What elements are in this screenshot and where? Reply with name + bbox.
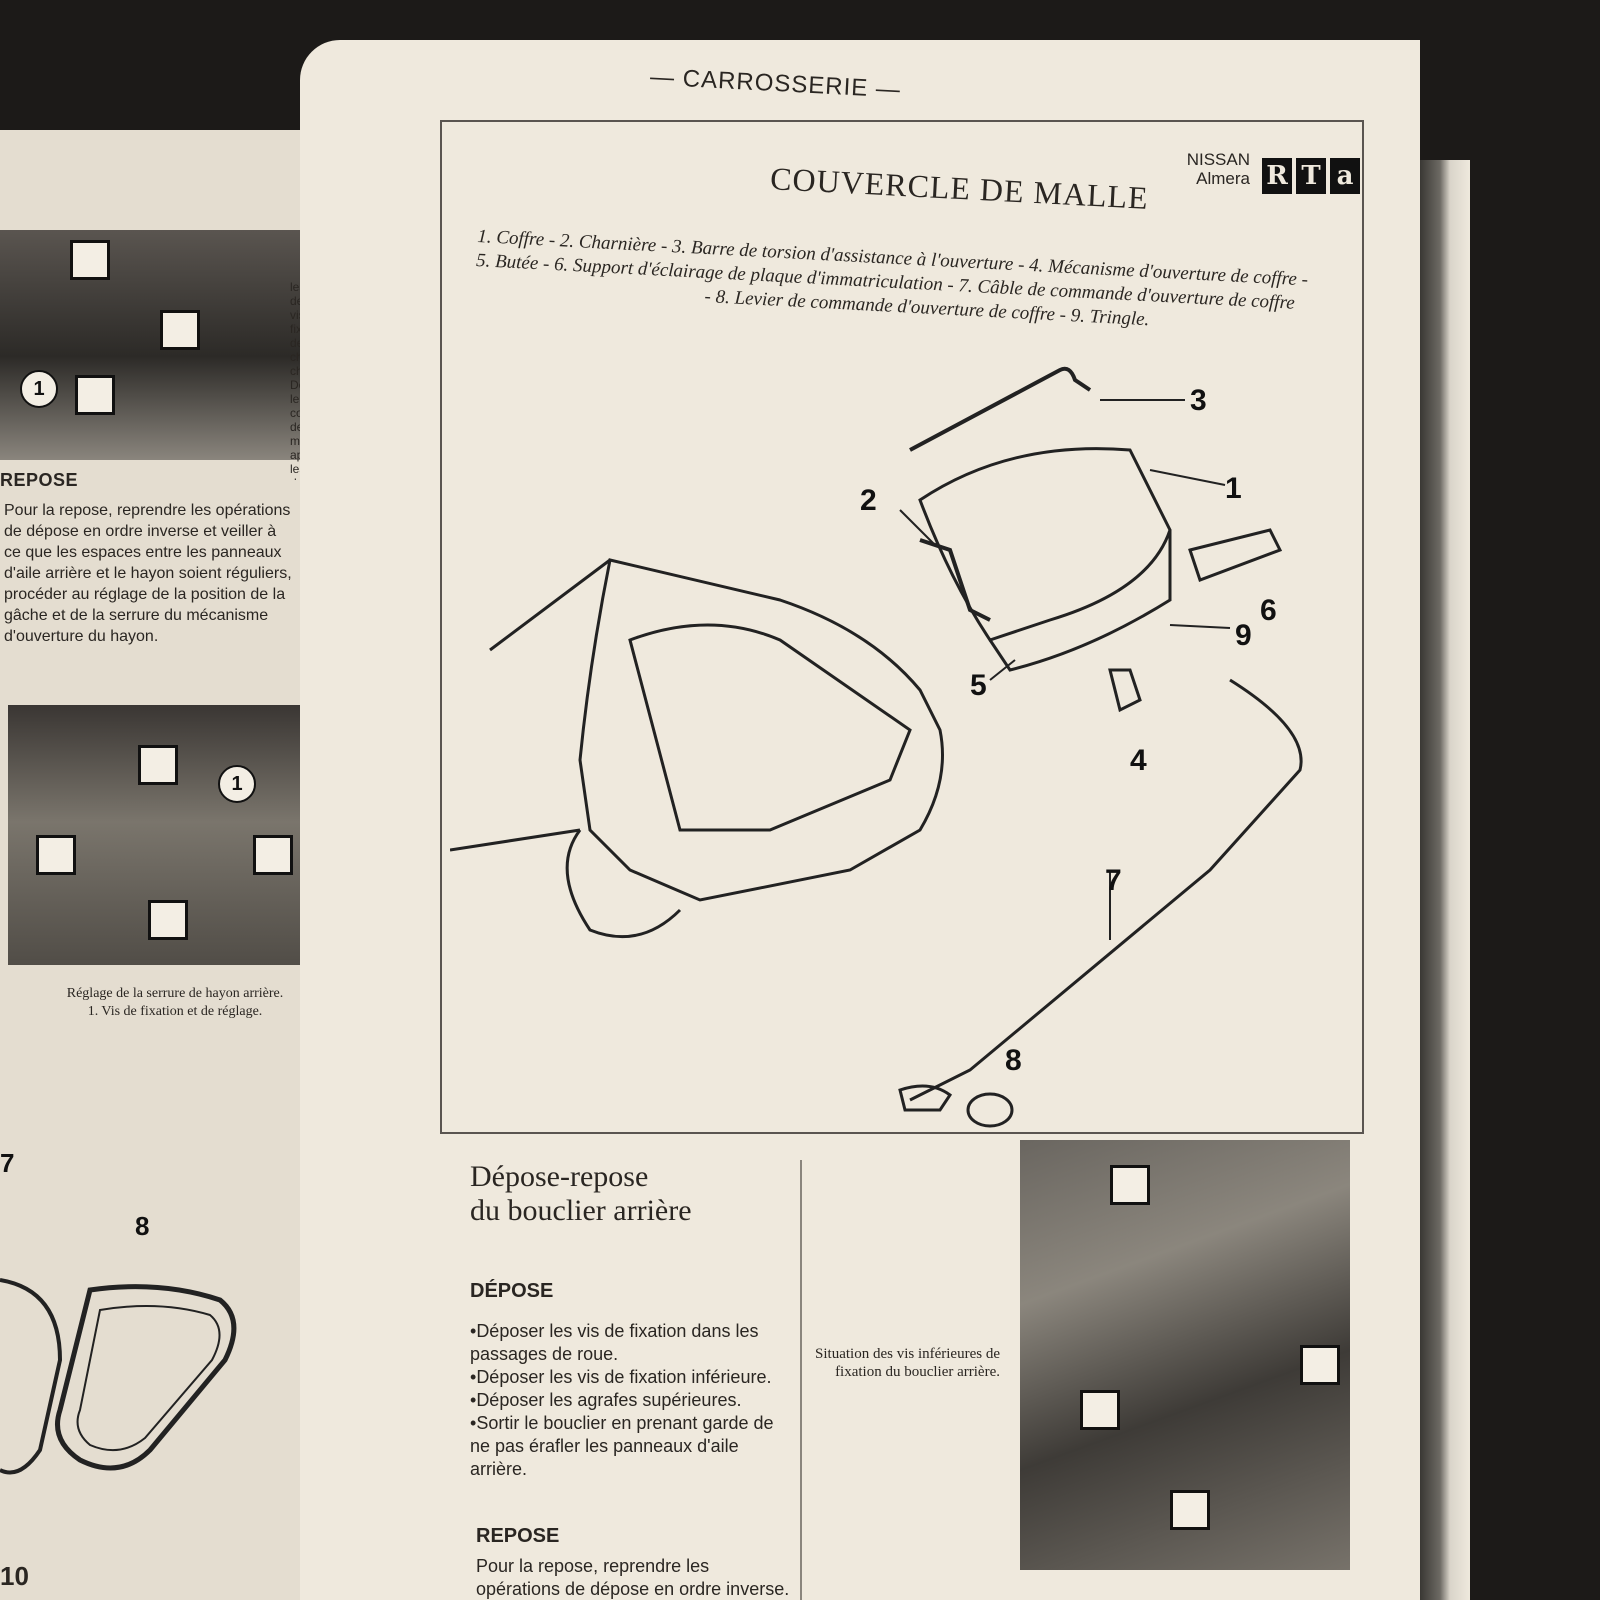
bumper-section: Dépose-repose du bouclier arrière DÉPOSE…: [450, 1160, 802, 1600]
hinge-photo: 1: [0, 230, 300, 460]
arrow-up-icon: [70, 240, 110, 280]
rear-lamp-drawing: 7 8: [0, 1148, 237, 1475]
part-label-9: 9: [1235, 619, 1252, 652]
callout-number: 1: [218, 765, 256, 803]
arrow-right-icon: [253, 835, 293, 875]
list-item: Déposer les vis de fixation inférieure.: [470, 1366, 790, 1389]
logo-letter: a: [1330, 158, 1360, 194]
section-title-line: du bouclier arrière: [470, 1194, 692, 1227]
caption-line-2: 1. Vis de fixation et de réglage.: [87, 1004, 263, 1019]
arrow-left-icon: [1080, 1390, 1120, 1430]
logo-letter: T: [1296, 158, 1326, 194]
arrow-up-icon: [138, 745, 178, 785]
brand-block: NISSAN Almera: [1140, 150, 1250, 188]
figure-frame: [440, 120, 1364, 1134]
section-title: Dépose-repose du bouclier arrière: [470, 1160, 692, 1228]
part-label-6: 6: [1260, 594, 1277, 627]
photo-caption: Situation des vis inférieures de fixatio…: [815, 1346, 1000, 1380]
brand-model: Almera: [1196, 169, 1250, 188]
repose-body: Pour la repose, reprendre les opérations…: [4, 502, 292, 645]
left-page: 1 les deux vis de fixation de chaque cha…: [0, 130, 330, 1600]
list-item: Sortir le bouclier en prenant garde de n…: [470, 1412, 790, 1481]
part-label-3: 3: [1190, 384, 1207, 417]
running-head: — CARROSSERIE —: [649, 63, 902, 104]
arrow-left-icon: [36, 835, 76, 875]
page-number: 10: [0, 1561, 29, 1591]
arrow-up-icon: [1170, 1490, 1210, 1530]
arrow-right-icon: [160, 310, 200, 350]
drawing-label: 8: [135, 1211, 149, 1241]
part-label-2: 2: [860, 484, 877, 517]
trunk-lid-exploded-diagram: 1 2 3 4 5 6 7 8 9: [450, 366, 1303, 1128]
part-label-8: 8: [1005, 1044, 1022, 1077]
section-title-line: Dépose-repose: [470, 1160, 649, 1193]
repose-heading: REPOSE: [0, 470, 79, 490]
arrow-down-icon: [148, 900, 188, 940]
rta-logo: R T a: [1262, 158, 1360, 194]
photo-caption: Réglage de la serrure de hayon arrière. …: [30, 985, 320, 1021]
depose-heading: DÉPOSE: [470, 1280, 554, 1302]
logo-letter: R: [1262, 158, 1292, 194]
right-page: — CARROSSERIE — NISSAN Almera R T a COUV…: [300, 40, 1420, 1600]
list-item: Déposer les vis de fixation dans les pas…: [470, 1320, 790, 1366]
list-item: Déposer les agrafes supérieures.: [470, 1389, 790, 1412]
callout-number: 1: [20, 370, 58, 408]
bumper-screws-photo: [1020, 1140, 1350, 1570]
part-label-4: 4: [1130, 744, 1147, 777]
part-label-5: 5: [970, 669, 987, 702]
caption-line-1: Réglage de la serrure de hayon arrière.: [66, 986, 284, 1001]
page-edge: [1420, 160, 1470, 1600]
repose-body: Pour la repose, reprendre les opérations…: [476, 1556, 790, 1599]
drawing-label: 7: [0, 1148, 14, 1178]
lock-photo: 1: [8, 705, 308, 965]
part-label-7: 7: [1105, 864, 1122, 897]
arrow-left-icon: [1110, 1165, 1150, 1205]
repose-heading: REPOSE: [476, 1525, 560, 1547]
arrow-down-icon: [1300, 1345, 1340, 1385]
part-label-1: 1: [1225, 472, 1242, 505]
depose-list: Déposer les vis de fixation dans les pas…: [470, 1320, 790, 1481]
arrow-down-icon: [75, 375, 115, 415]
brand-name: NISSAN: [1186, 150, 1250, 169]
